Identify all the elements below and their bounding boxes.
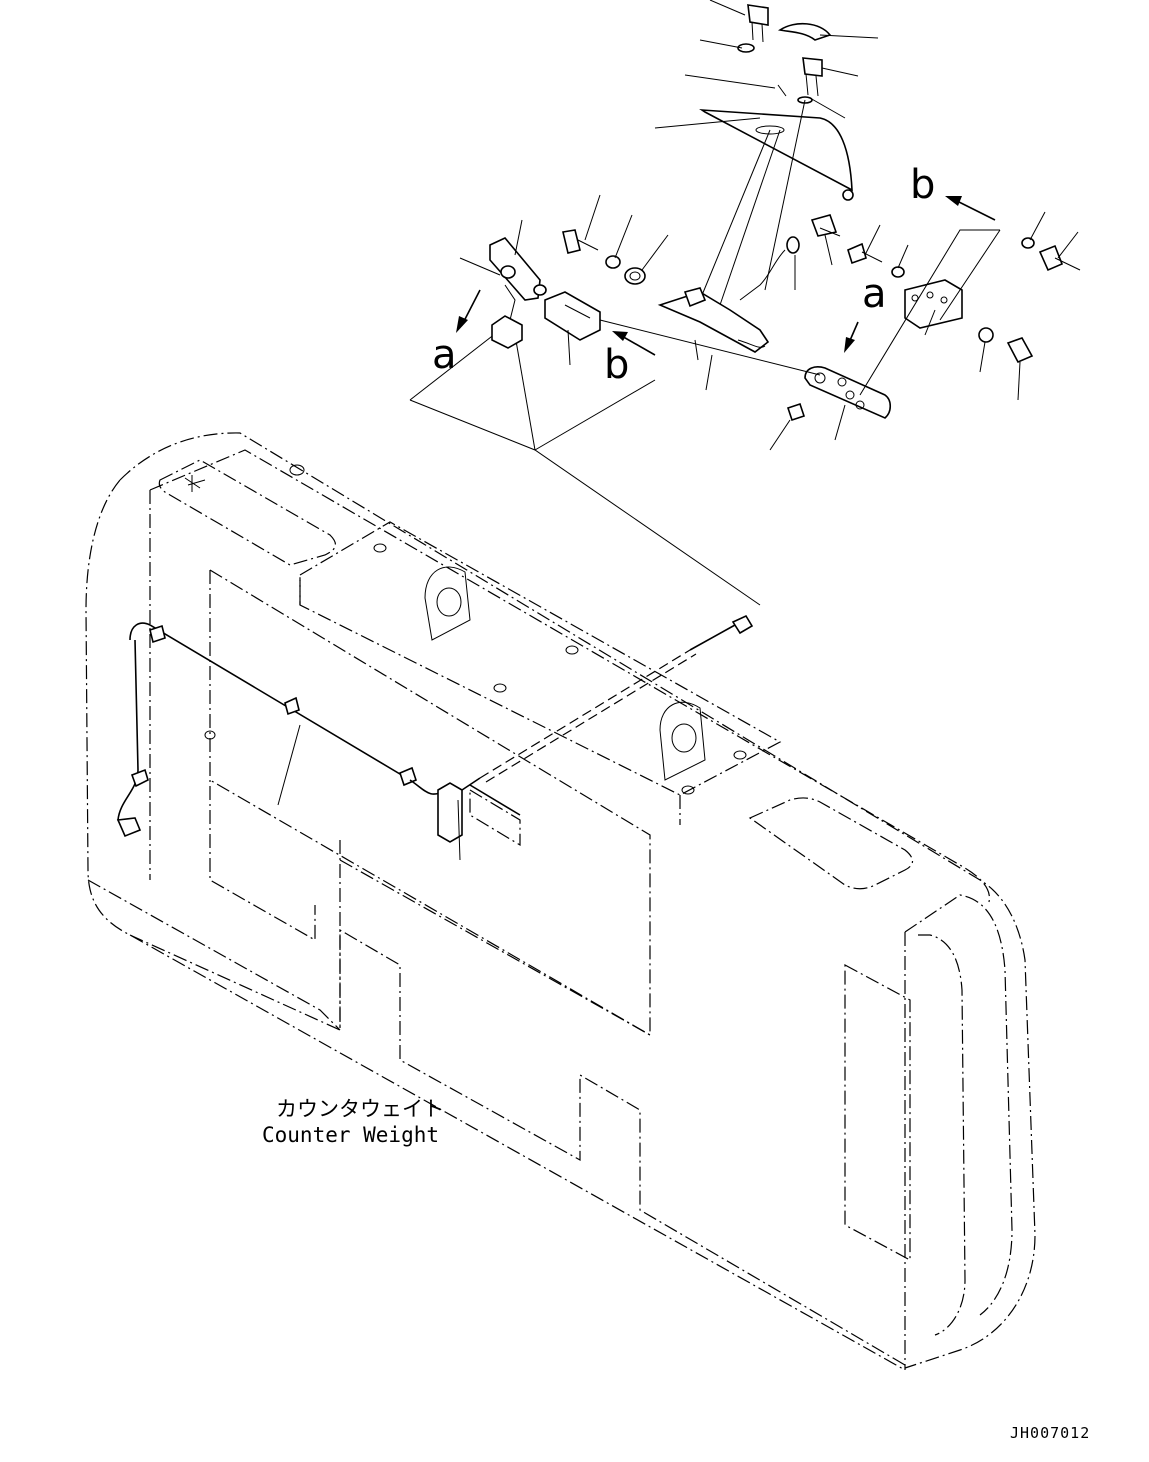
view-marker-b-left: b [604, 342, 629, 388]
counter-weight-body [85, 432, 1036, 1371]
reference-lines [409, 329, 761, 606]
wiring-harness [116, 614, 754, 861]
drawing-number: JH007012 [1010, 1424, 1090, 1442]
exploded-parts [459, 0, 1081, 451]
view-marker-a-left: a [432, 332, 457, 378]
view-arrows [456, 196, 996, 356]
view-marker-a-right: a [862, 271, 887, 317]
assembly-caption-japanese: カウンタウェイト [276, 1097, 444, 1121]
assembly-caption-english: Counter Weight [262, 1123, 439, 1147]
view-marker-b-right: b [910, 162, 935, 208]
